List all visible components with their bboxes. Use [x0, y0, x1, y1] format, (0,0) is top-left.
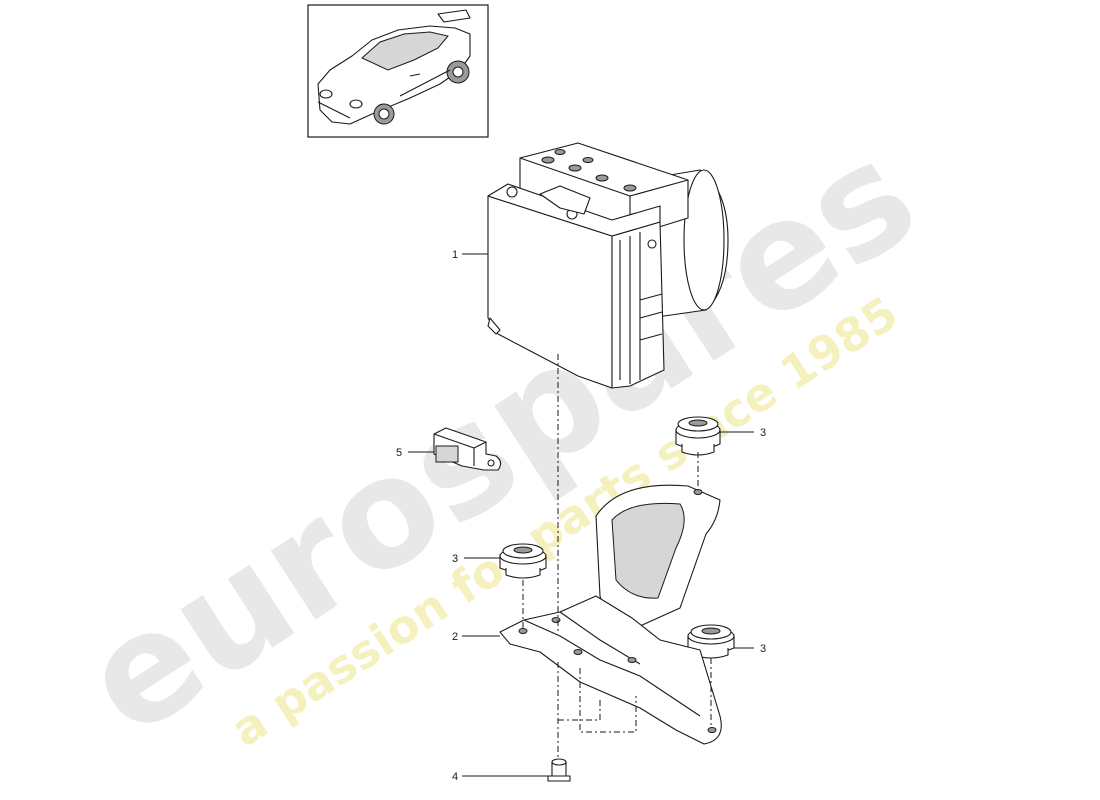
callout-3-left: 3 [452, 553, 500, 565]
mounting-bracket[interactable] [499, 484, 722, 745]
callout-5: 5 [396, 447, 434, 459]
callout-3-left-label: 3 [452, 553, 458, 565]
callout-5-label: 5 [396, 447, 402, 459]
car-thumbnail[interactable] [307, 4, 489, 138]
callout-1: 1 [452, 249, 488, 261]
callout-3-top-right-label: 3 [760, 427, 766, 439]
bolt-part[interactable] [547, 758, 571, 782]
callout-3-top-right: 3 [720, 427, 766, 439]
grommet-top-right[interactable] [675, 416, 721, 456]
callout-1-label: 1 [452, 249, 458, 261]
callout-4: 4 [452, 771, 548, 783]
callout-4-label: 4 [452, 771, 458, 783]
callout-3-bottom-right-label: 3 [760, 643, 766, 655]
assembly-lines [522, 354, 712, 760]
grommet-left[interactable] [499, 543, 547, 579]
car-thumbnail-icon [317, 9, 471, 125]
sensor-bracket-part[interactable] [433, 427, 502, 471]
callout-3-bottom-right: 3 [734, 643, 766, 655]
callout-2: 2 [452, 631, 500, 643]
abs-control-unit[interactable] [487, 142, 729, 389]
callout-2-label: 2 [452, 631, 458, 643]
